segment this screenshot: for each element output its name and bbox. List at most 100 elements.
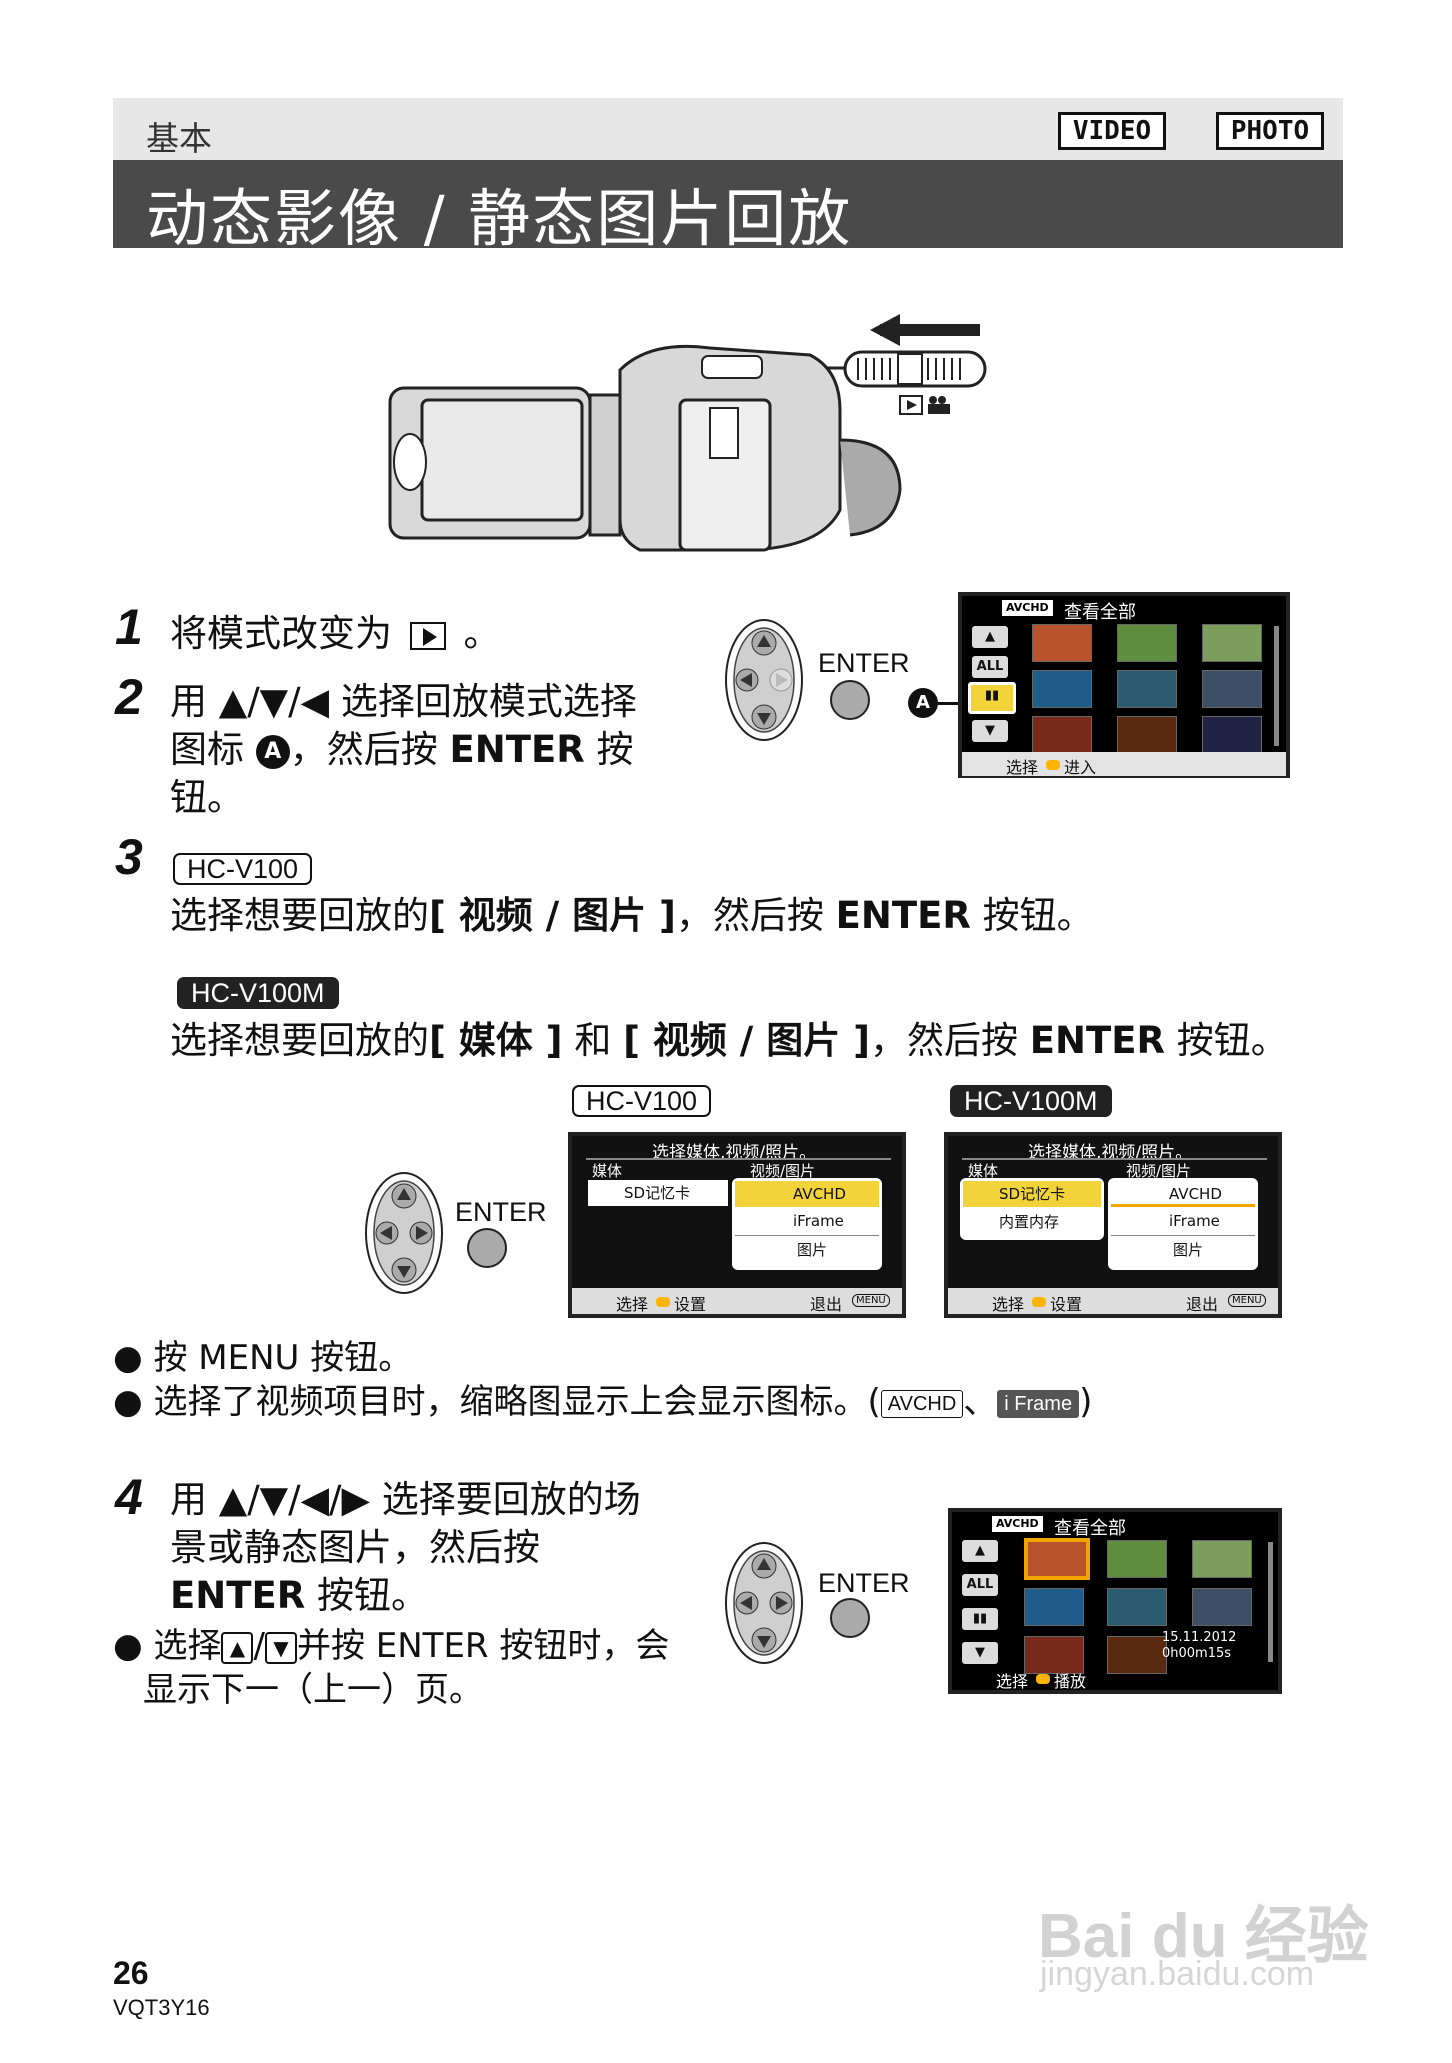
media-internal-option[interactable]: 内置内存 xyxy=(999,1213,1060,1231)
step-4-enter: ENTER xyxy=(170,1574,306,1617)
media-menu-screen-v100m: 选择媒体,视频/照片。 媒体 视频/图片 SD记忆卡 内置内存 AVCHD iF… xyxy=(944,1132,1282,1318)
screen-marker-a-icon: A xyxy=(908,688,938,718)
model-tag-v100m-small: HC-V100M xyxy=(950,1085,1112,1117)
thumbnail[interactable] xyxy=(1192,1588,1252,1626)
section-label: 基本 xyxy=(146,119,212,158)
model-tag-v100: HC-V100 xyxy=(173,853,313,885)
footer-select: 选择 xyxy=(616,1295,649,1314)
step-2-line-1: 用 ▲/▼/◀ 选择回放模式选择 xyxy=(170,680,637,723)
marker-a-icon: A xyxy=(255,734,290,769)
col-media: 媒体 xyxy=(592,1162,623,1180)
playback-mode-button[interactable]: ▮▮ xyxy=(962,1608,998,1630)
step-4-press: 按钮。 xyxy=(317,1574,429,1617)
screen-title: 查看全部 xyxy=(1064,602,1136,623)
step-3-text-2: 选择想要回放的[ 媒体 ] 和 [ 视频 / 图片 ]，然后按 ENTER 按钮… xyxy=(170,1017,1288,1065)
down-key-icon: ▼ xyxy=(264,1631,297,1664)
page-number: 26 xyxy=(113,1955,149,1991)
t: 按钮。 xyxy=(1176,1019,1288,1062)
thumbnail[interactable] xyxy=(1032,670,1092,708)
thumbnail[interactable] xyxy=(1107,1540,1167,1578)
t: [ 媒体 ] xyxy=(429,1019,563,1062)
type-photo-option[interactable]: 图片 xyxy=(797,1241,828,1259)
menu-button-icon: MENU xyxy=(1228,1294,1266,1307)
watermark-logo: Bai du 经验 xyxy=(1038,1902,1369,1971)
bullet-menu-text: 按 MENU 按钮。 xyxy=(153,1338,413,1378)
document-code: VQT3Y16 xyxy=(113,1995,210,2020)
all-button[interactable]: ALL xyxy=(962,1574,998,1596)
thumbnail[interactable] xyxy=(1032,716,1092,754)
divider xyxy=(586,1158,891,1160)
scroll-down-button[interactable]: ▼ xyxy=(962,1642,998,1664)
col-type: 视频/图片 xyxy=(750,1162,816,1180)
t: ENTER xyxy=(1029,1019,1165,1062)
thumbnail[interactable] xyxy=(1107,1588,1167,1626)
thumbnail[interactable] xyxy=(1107,1636,1167,1674)
playback-mode-button[interactable]: ▮▮ xyxy=(968,682,1016,714)
thumbnail-screen-2: AVCHD 查看全部 ▲ ALL ▮▮ ▼ 15.11.2012 0h00m15… xyxy=(948,1508,1282,1694)
thumbnail[interactable] xyxy=(1024,1636,1084,1674)
t: ，然后按 xyxy=(869,1019,1018,1062)
thumbnail[interactable] xyxy=(1024,1588,1084,1626)
scroll-up-button[interactable]: ▲ xyxy=(972,626,1008,648)
enter-button-2[interactable] xyxy=(467,1228,507,1268)
step-1-label: 将模式改变为 xyxy=(170,612,392,655)
avchd-badge: AVCHD xyxy=(1002,600,1053,616)
thumbnail[interactable] xyxy=(1117,670,1177,708)
t: 选择想要回放的 xyxy=(170,894,429,937)
scroll-up-button[interactable]: ▲ xyxy=(962,1540,998,1562)
step-2-text: 用 ▲/▼/◀ 选择回放模式选择 图标 A，然后按 ENTER 按 钮。 xyxy=(170,678,710,822)
bullet-menu: ● 按 MENU 按钮。 xyxy=(113,1338,413,1378)
t: ENTER xyxy=(835,894,971,937)
thumbnail[interactable] xyxy=(1202,624,1262,662)
step-4-bullet: ● 选择▲/▼并按 ENTER 按钮时，会 xyxy=(113,1626,670,1666)
step-4-line-1: 用 ▲/▼/◀/▶ 选择要回放的场 xyxy=(170,1478,641,1521)
thumbnail[interactable] xyxy=(1117,624,1177,662)
recording-duration: 0h00m15s xyxy=(1162,1646,1232,1661)
t: 选择 xyxy=(153,1626,222,1666)
enter-button[interactable] xyxy=(830,680,870,720)
type-iframe-option[interactable]: iFrame xyxy=(1111,1207,1255,1236)
menu-footer xyxy=(948,1288,1278,1314)
type-avchd-option[interactable]: AVCHD xyxy=(1111,1181,1255,1207)
enter-button-3[interactable] xyxy=(830,1598,870,1638)
selected-thumbnail[interactable] xyxy=(1024,1538,1090,1580)
step-2-line-3: 钮。 xyxy=(170,776,244,819)
step-3-number: 3 xyxy=(115,829,143,885)
thumbnail[interactable] xyxy=(1192,1540,1252,1578)
dpad-mini-icon xyxy=(1046,760,1060,770)
screen-footer xyxy=(962,752,1286,776)
media-menu-screen-v100: 选择媒体,视频/照片。 媒体 视频/图片 SD记忆卡 AVCHD iFrame … xyxy=(568,1132,906,1318)
step-2-icon-word: 图标 xyxy=(170,728,244,771)
close-paren: ) xyxy=(1079,1382,1093,1422)
t: 选择想要回放的 xyxy=(170,1019,429,1062)
scroll-down-button[interactable]: ▼ xyxy=(972,720,1008,742)
thumbnail[interactable] xyxy=(1202,716,1262,754)
col-type: 视频/图片 xyxy=(1126,1162,1192,1180)
photo-mode-badge: PHOTO xyxy=(1216,112,1324,150)
type-photo-option[interactable]: 图片 xyxy=(1173,1241,1204,1259)
step-1-text: 将模式改变为 。 xyxy=(170,610,501,658)
footer-set: 设置 xyxy=(1050,1295,1083,1314)
footer-select: 选择 xyxy=(1006,758,1039,777)
thumbnail[interactable] xyxy=(1117,716,1177,754)
screen-scrollbar[interactable] xyxy=(1268,1542,1273,1662)
sep: 、 xyxy=(963,1382,998,1422)
step-2-then: ，然后按 xyxy=(289,728,438,771)
step-3-text-1: 选择想要回放的[ 视频 / 图片 ]，然后按 ENTER 按钮。 xyxy=(170,892,1094,940)
screen-scrollbar[interactable] xyxy=(1274,626,1279,746)
step-4-bullet-line-2: 显示下一（上一）页。 xyxy=(143,1670,483,1710)
media-sd-option[interactable]: SD记忆卡 xyxy=(588,1180,728,1206)
thumbnail[interactable] xyxy=(1202,670,1262,708)
recording-date: 15.11.2012 xyxy=(1162,1630,1237,1645)
t: [ 视频 / 图片 ] xyxy=(429,894,676,937)
media-sd-option[interactable]: SD记忆卡 xyxy=(963,1181,1101,1207)
footer-enter: 进入 xyxy=(1064,758,1097,777)
thumbnail[interactable] xyxy=(1032,624,1092,662)
step-1-tail: 。 xyxy=(463,612,501,655)
type-avchd-option[interactable]: AVCHD xyxy=(735,1181,879,1207)
t: [ 视频 / 图片 ] xyxy=(623,1019,870,1062)
type-iframe-option[interactable]: iFrame xyxy=(735,1207,879,1236)
footer-select: 选择 xyxy=(992,1295,1025,1314)
thumbnail-screen-1: AVCHD 查看全部 ▲ ALL ▮▮ ▼ 选择 进入 xyxy=(958,592,1290,778)
all-button[interactable]: ALL xyxy=(972,656,1008,678)
